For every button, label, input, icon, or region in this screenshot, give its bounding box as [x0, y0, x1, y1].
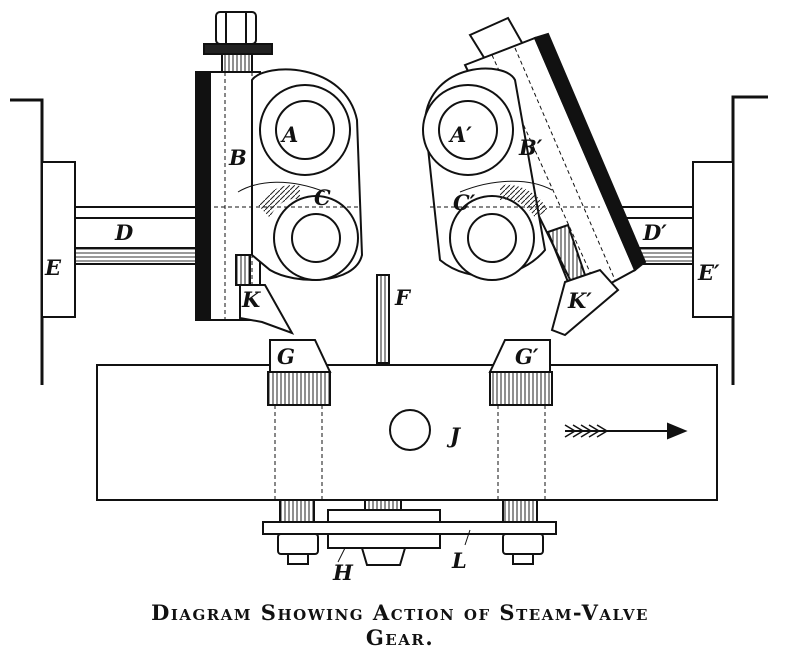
label-a: A — [280, 122, 298, 147]
right-block-g-prime — [488, 339, 553, 500]
bottom-assembly-h-l — [262, 499, 557, 566]
label-c-prime: C′ — [453, 190, 476, 215]
label-a-prime: A′ — [448, 122, 472, 147]
label-f: F — [394, 285, 412, 310]
caption-line-2: Gear. — [365, 625, 435, 650]
label-e-prime: E′ — [697, 260, 720, 285]
label-g-prime: G′ — [515, 344, 539, 369]
label-b: B — [228, 145, 247, 170]
label-c: C — [314, 185, 331, 210]
valve-gear-diagram: A A′ B B′ C C′ D D′ E E′ F G G′ H J K K′… — [10, 11, 768, 585]
label-e: E — [44, 255, 62, 280]
slide-plate — [96, 364, 718, 501]
label-k: K — [241, 287, 261, 312]
label-l: L — [451, 548, 467, 573]
left-bracket-e — [10, 98, 76, 385]
caption-line-1: Diagram Showing Action of Steam-Valve — [151, 600, 649, 625]
left-block-g — [267, 339, 332, 500]
label-j: J — [446, 423, 462, 448]
direction-arrow — [564, 422, 688, 440]
label-d-prime: D′ — [642, 220, 667, 245]
label-b-prime: B′ — [518, 135, 543, 160]
label-g: G — [277, 344, 295, 369]
left-shaft-d — [74, 206, 201, 265]
label-k-prime: K′ — [567, 288, 592, 313]
right-bracket-e-prime — [692, 95, 768, 385]
label-d: D — [114, 220, 134, 245]
left-arm-assembly — [195, 11, 364, 335]
right-arm-assembly — [422, 16, 647, 337]
label-h: H — [332, 560, 354, 585]
